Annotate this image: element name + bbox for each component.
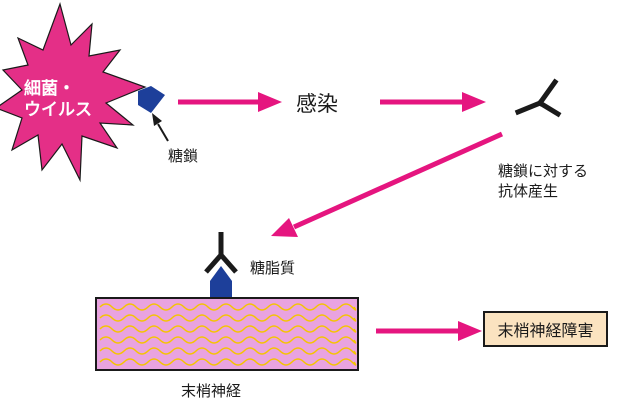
nerve-fiber-wave <box>99 325 357 333</box>
arrow-antibody-to-glycolipid-head <box>271 218 298 237</box>
arrow-antibody-to-glycolipid <box>292 131 504 230</box>
pathogen-label: 細菌・ ウイルス <box>24 79 92 121</box>
sugar-chain-label: 糖鎖 <box>168 147 199 165</box>
glycan-pointer-line <box>157 123 169 142</box>
nerve-fiber-wave <box>99 303 357 311</box>
antibody-label-line2: 抗体産生 <box>498 182 559 200</box>
pathogen-label-line1: 細菌・ <box>24 79 75 99</box>
nerve-fiber-wave <box>99 347 357 355</box>
pathogen-label-line2: ウイルス <box>24 100 92 120</box>
antibody-icon <box>514 78 562 118</box>
nerve-fibers <box>99 303 357 366</box>
nerve-fiber-wave <box>99 358 357 366</box>
infection-label: 感染 <box>296 92 338 116</box>
antibody-label: 糖鎖に対する 抗体産生 <box>498 161 588 201</box>
bound-antibody-icon <box>204 232 238 274</box>
glycolipid-label: 糖脂質 <box>250 259 296 277</box>
nerve-fiber-wave <box>99 314 357 322</box>
arrow-nerve-to-disorder-head <box>458 321 482 341</box>
glycan-pointer-arrowhead <box>152 113 162 126</box>
arrow-infection-to-antibody-head <box>462 92 486 112</box>
nerve-fiber-wave <box>99 336 357 344</box>
pathogen-glycan-icon <box>138 86 165 113</box>
peripheral-nerve-label: 末梢神経 <box>181 382 242 400</box>
disorder-label: 末梢神経障害 <box>497 321 594 340</box>
arrow-pathogen-to-infection-head <box>258 92 282 112</box>
pathogen-starburst <box>0 2 147 183</box>
antibody-label-line1: 糖鎖に対する <box>498 162 589 180</box>
disorder-box: 末梢神経障害 <box>483 311 608 347</box>
